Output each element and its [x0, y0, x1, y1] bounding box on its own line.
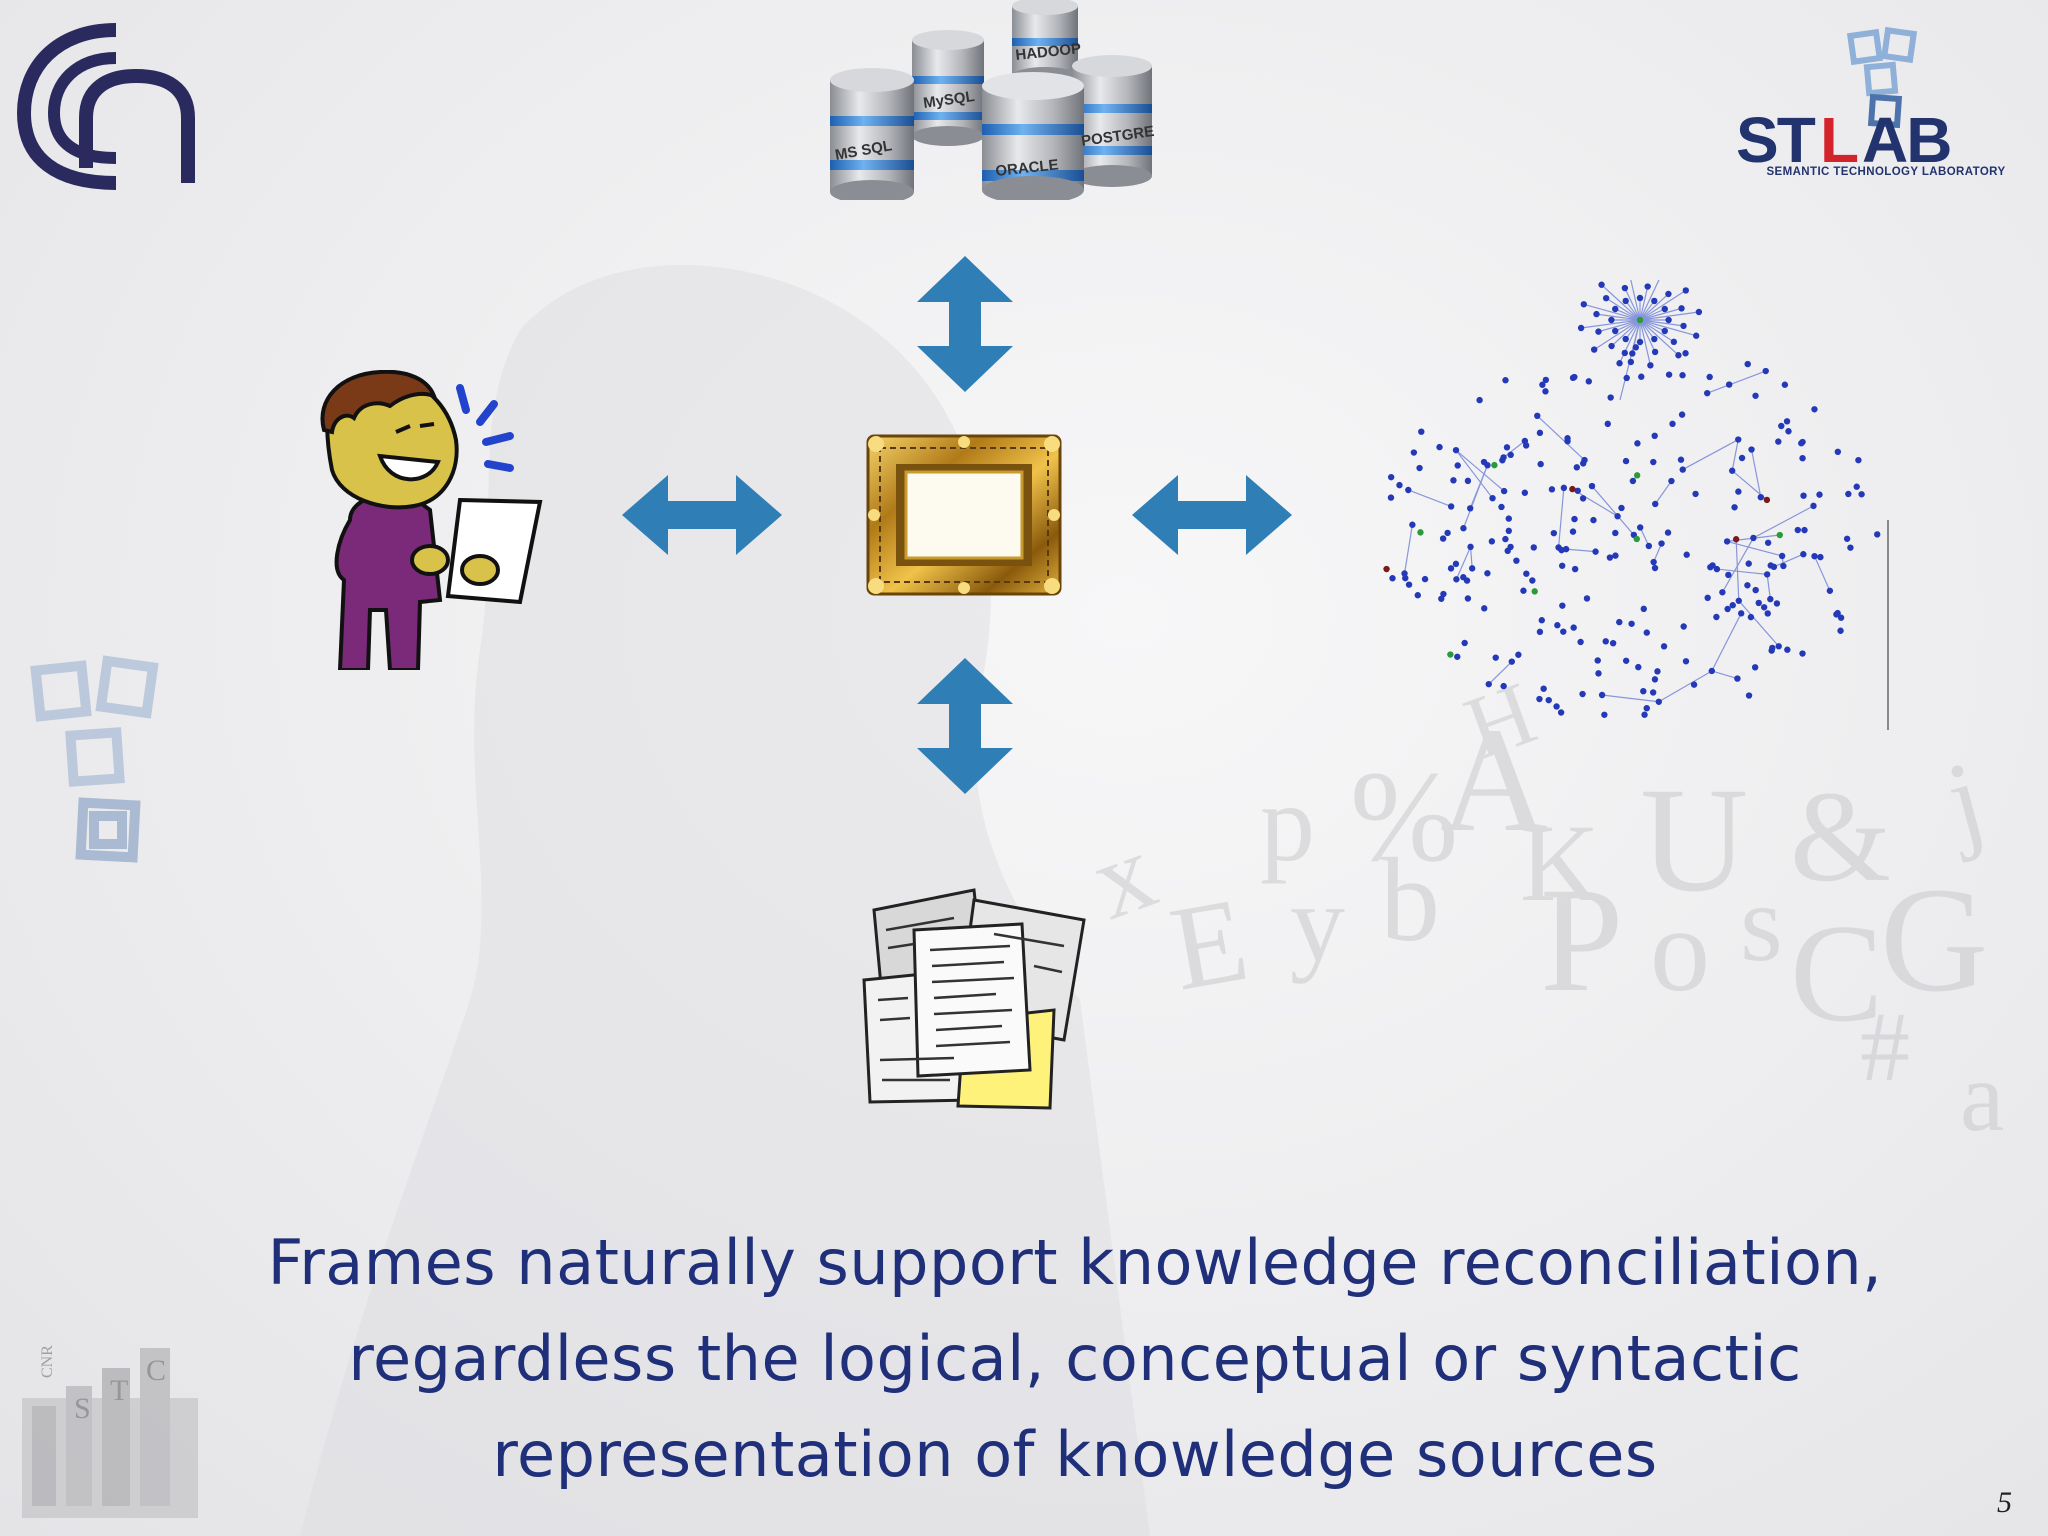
svg-text:#: # — [1860, 991, 1910, 1102]
svg-text:A: A — [1440, 697, 1548, 863]
svg-text:S: S — [74, 1392, 91, 1425]
istc-cnr-logo: S T C CNR — [22, 1345, 198, 1518]
arrow-vertical-top — [917, 256, 1013, 392]
document-stack-icon — [862, 888, 1086, 1110]
caption-line-2: regardless the logical, conceptual or sy… — [348, 1322, 1802, 1395]
database-cylinder-mysql — [912, 30, 984, 146]
page-number: 5 — [1997, 1486, 2012, 1519]
svg-text:p: p — [1260, 762, 1315, 884]
network-graph-icon — [1383, 280, 1889, 730]
svg-text:P: P — [1540, 857, 1623, 1023]
golden-frame-icon — [866, 434, 1062, 596]
svg-text:y: y — [1290, 862, 1345, 984]
svg-text:C: C — [146, 1354, 166, 1387]
stlab-logo: ST L AB — [1736, 26, 1952, 166]
slide-caption: Frames naturally support knowledge recon… — [160, 1215, 1990, 1503]
arrow-vertical-bottom — [917, 658, 1013, 794]
svg-text:ST: ST — [1736, 104, 1816, 166]
svg-text:&: & — [1790, 765, 1891, 909]
svg-text:s: s — [1740, 862, 1783, 984]
svg-text:o: o — [1650, 883, 1710, 1016]
svg-text:C: C — [1790, 896, 1883, 1051]
database-cylinder-oracle — [982, 72, 1084, 200]
arrow-horizontal-right — [1132, 475, 1292, 555]
svg-text:%: % — [1350, 745, 1458, 889]
caption-line-1: Frames naturally support knowledge recon… — [267, 1226, 1883, 1299]
svg-text:b: b — [1380, 833, 1440, 966]
person-reading-paper-icon — [320, 370, 543, 670]
svg-text:T: T — [110, 1374, 128, 1407]
svg-text:ORACLE: ORACLE — [995, 156, 1060, 180]
arrow-horizontal-left — [622, 475, 782, 555]
svg-text:G: G — [1880, 857, 1988, 1023]
svg-text:HADOOP: HADOOP — [1015, 40, 1082, 64]
svg-text:j: j — [1931, 737, 1996, 864]
database-cylinder-postgre — [1072, 55, 1152, 187]
database-cylinders-icon: MS SQL MySQL HADOOP ORACLE POSTGRE — [830, 0, 1155, 200]
svg-text:U: U — [1640, 757, 1748, 923]
svg-text:K: K — [1520, 802, 1599, 924]
database-cylinder-hadoop — [1012, 0, 1078, 85]
svg-text:a: a — [1960, 1041, 2004, 1152]
database-cylinder-ms-sql — [830, 68, 914, 200]
caption-line-3: representation of knowledge sources — [492, 1418, 1658, 1491]
squares-watermark-logo — [30, 655, 159, 863]
svg-text:L: L — [1820, 104, 1859, 166]
svg-text:E: E — [1161, 872, 1256, 1016]
svg-text:CNR: CNR — [39, 1345, 56, 1378]
stlab-subtitle: SEMANTIC TECHNOLOGY LABORATORY — [1766, 166, 2006, 178]
svg-text:AB: AB — [1862, 104, 1950, 166]
cnr-logo — [16, 23, 195, 190]
